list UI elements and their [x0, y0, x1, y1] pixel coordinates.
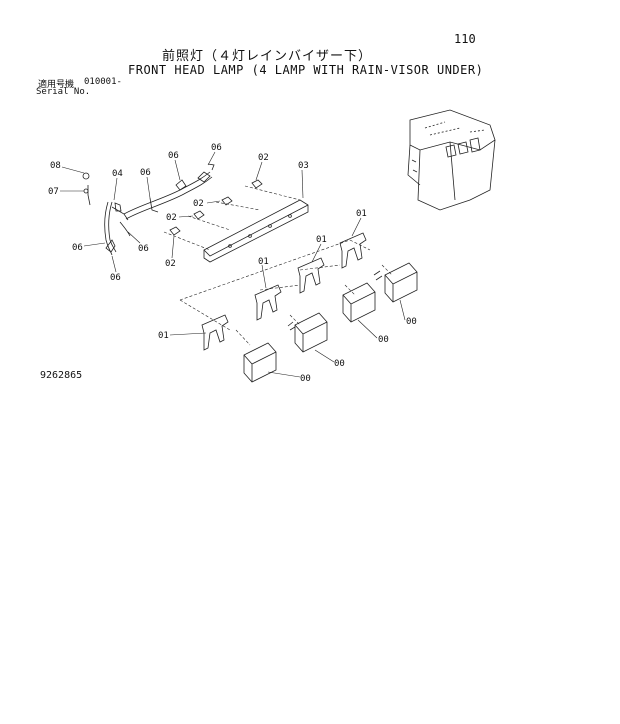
lamp-brackets — [201, 232, 367, 351]
callout-labels: 08 04 07 06 06 06 06 06 06 02 02 02 02 0… — [48, 143, 417, 384]
callout-03: 03 — [298, 161, 309, 171]
callout-04: 04 — [112, 169, 123, 179]
callout-06-f: 06 — [211, 143, 222, 153]
callout-06-d: 06 — [138, 244, 149, 254]
callout-06-a: 06 — [72, 243, 83, 253]
callout-leader-lines — [60, 151, 406, 378]
serial-number-range: 010001- — [84, 77, 122, 87]
callout-01-b: 01 — [316, 235, 327, 245]
serial-label-japanese: 適用号機 — [38, 80, 75, 90]
lamp-units — [243, 262, 418, 383]
page-number: 110 — [454, 32, 476, 46]
callout-00-c: 00 — [334, 359, 345, 369]
page-title-english: FRONT HEAD LAMP (4 LAMP WITH RAIN-VISOR … — [128, 63, 484, 77]
callout-01-d: 01 — [158, 331, 169, 341]
callout-00-b: 00 — [378, 335, 389, 345]
drawing-number: 9262865 — [40, 370, 83, 381]
callout-06-c: 06 — [140, 168, 151, 178]
wiring-harness — [82, 163, 215, 256]
callout-02-d: 02 — [165, 259, 176, 269]
callout-07: 07 — [48, 187, 59, 197]
callout-02-c: 02 — [166, 213, 177, 223]
callout-00-d: 00 — [300, 374, 311, 384]
page-title-japanese: 前照灯（４灯レインバイザー下） — [162, 49, 373, 64]
callout-06-e: 06 — [168, 151, 179, 161]
callout-02-a: 02 — [258, 153, 269, 163]
callout-00-a: 00 — [406, 317, 417, 327]
callout-02-b: 02 — [193, 199, 204, 209]
serial-label-english: Serial No. — [36, 87, 91, 97]
bolts — [169, 179, 263, 236]
callout-08: 08 — [50, 161, 61, 171]
callout-01-c: 01 — [258, 257, 269, 267]
callout-01-a: 01 — [356, 209, 367, 219]
cab-context-sketch — [407, 109, 496, 211]
callout-06-b: 06 — [110, 273, 121, 283]
